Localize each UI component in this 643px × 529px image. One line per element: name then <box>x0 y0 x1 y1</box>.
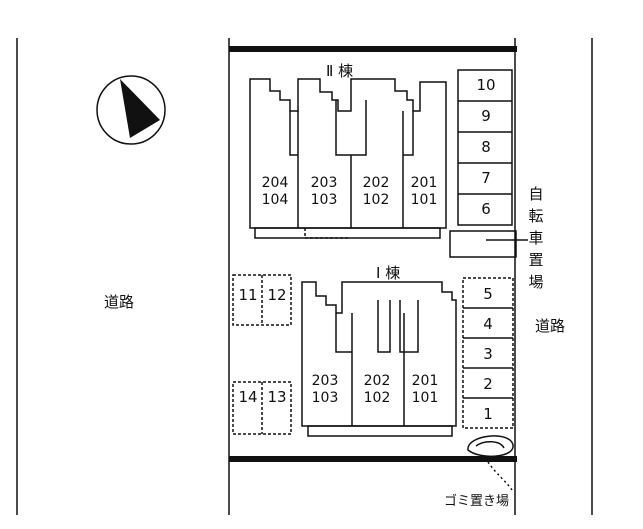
unit-upper: 201 <box>411 373 439 389</box>
parking-slot-5: 5 <box>483 285 493 303</box>
unit-lower: 102 <box>362 192 390 208</box>
garbage-area-label: ゴミ置き場 <box>444 494 510 509</box>
building-2-outline <box>249 78 447 239</box>
bicycle-parking-frame <box>449 230 528 258</box>
bicycle-parking-char: 車 <box>528 229 544 247</box>
building-1-unit-1: 203 103 <box>303 373 347 407</box>
bicycle-parking-label: 自 転 車 置 場 <box>526 183 546 293</box>
unit-upper: 203 <box>310 175 338 191</box>
unit-upper: 201 <box>410 175 438 191</box>
bicycle-parking-char: 場 <box>528 273 544 291</box>
building-1-outline <box>301 281 457 437</box>
building-2-unit-1: 204 104 <box>253 175 297 209</box>
parking-slot-2: 2 <box>483 375 493 393</box>
unit-upper: 202 <box>363 373 391 389</box>
parking-slot-7: 7 <box>481 169 491 187</box>
road-label-left: 道路 <box>104 293 135 311</box>
parking-right-bottom-frame <box>462 277 514 429</box>
garbage-area-icon <box>467 435 514 491</box>
parking-slot-12: 12 <box>267 286 287 304</box>
bottom-boundary-wall <box>229 456 517 462</box>
unit-lower: 102 <box>363 390 391 406</box>
parking-slot-11: 11 <box>238 286 258 304</box>
top-boundary-wall <box>229 46 517 52</box>
parking-slot-10: 10 <box>476 76 496 94</box>
unit-upper: 202 <box>362 175 390 191</box>
parking-slot-8: 8 <box>481 138 491 156</box>
parking-slot-9: 9 <box>481 107 491 125</box>
building-2-unit-3: 202 102 <box>354 175 398 209</box>
building-1-label: Ⅰ 棟 <box>376 264 401 282</box>
bicycle-parking-char: 置 <box>528 251 544 269</box>
unit-lower: 101 <box>411 390 439 406</box>
parking-slot-3: 3 <box>483 345 493 363</box>
bicycle-parking-char: 自 <box>528 185 544 203</box>
building-1-unit-2: 202 102 <box>355 373 399 407</box>
unit-lower: 103 <box>311 390 339 406</box>
building-2-unit-4: 201 101 <box>402 175 446 209</box>
parking-slot-14: 14 <box>238 388 258 406</box>
parking-slot-13: 13 <box>267 388 287 406</box>
building-2-label: Ⅱ 棟 <box>326 62 354 80</box>
unit-lower: 101 <box>410 192 438 208</box>
unit-lower: 103 <box>310 192 338 208</box>
parking-slot-1: 1 <box>483 405 493 423</box>
road-label-right: 道路 <box>535 317 566 335</box>
parking-slot-6: 6 <box>481 200 491 218</box>
parking-left-frame <box>232 274 292 435</box>
parking-slot-4: 4 <box>483 315 493 333</box>
building-1-unit-3: 201 101 <box>403 373 447 407</box>
unit-upper: 204 <box>261 175 289 191</box>
north-arrow-icon <box>96 75 166 145</box>
unit-upper: 203 <box>311 373 339 389</box>
building-2-unit-2: 203 103 <box>302 175 346 209</box>
unit-lower: 104 <box>261 192 289 208</box>
parking-right-top-frame <box>457 69 513 226</box>
bicycle-parking-char: 転 <box>528 207 544 225</box>
